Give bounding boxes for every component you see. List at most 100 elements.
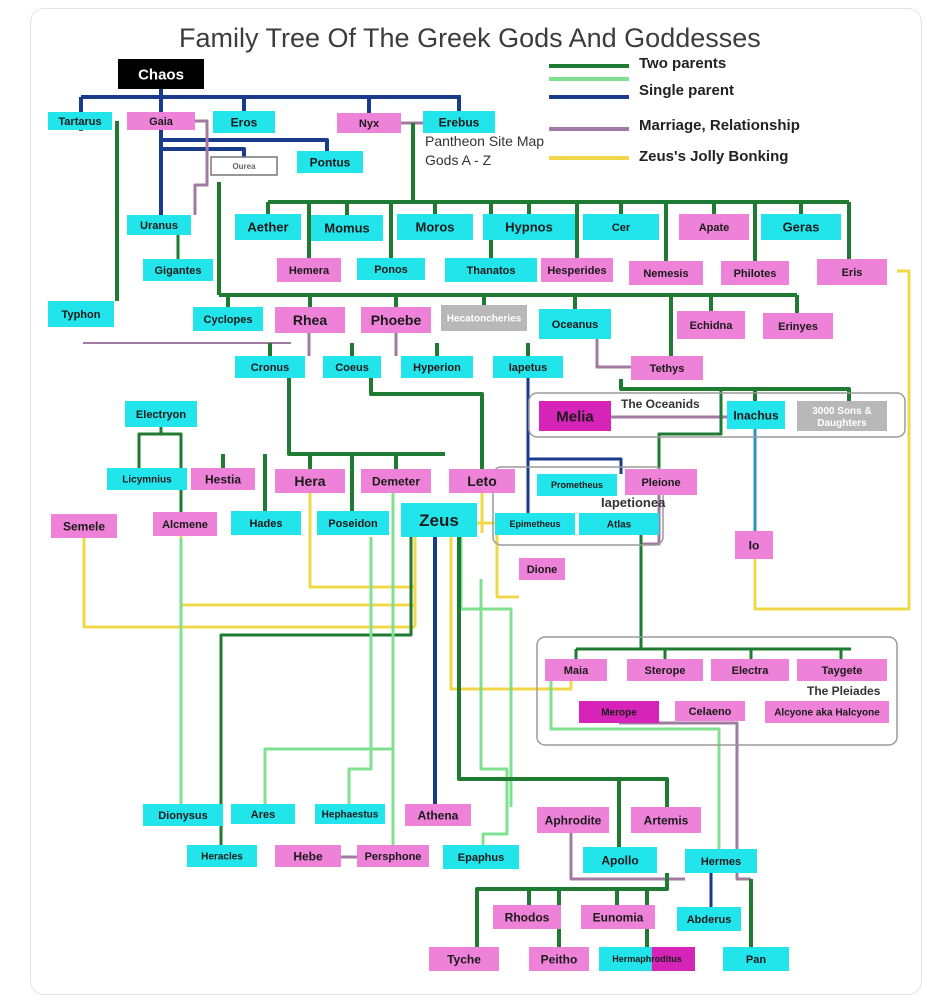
node-celaeno: Celaeno xyxy=(675,701,745,721)
node-epimetheus: Epimetheus xyxy=(495,513,575,535)
node-label-taygete: Taygete xyxy=(822,665,863,677)
node-label-oceanus: Oceanus xyxy=(552,319,598,331)
iapetionea-label: Iapetionea xyxy=(601,495,666,510)
node-pontus: Pontus xyxy=(297,151,363,173)
node-label-electra: Electra xyxy=(732,665,770,677)
node-label-sterope: Sterope xyxy=(645,665,686,677)
node-label-momus: Momus xyxy=(324,221,370,236)
node-label-cer: Cer xyxy=(612,222,631,234)
node-label-dione: Dione xyxy=(527,564,558,576)
node-atlas: Atlas xyxy=(579,513,659,535)
node-aether: Aether xyxy=(235,214,301,240)
legend-marriage: Marriage, Relationship xyxy=(639,117,800,134)
connector-mauve xyxy=(595,339,631,369)
node-prometheus: Prometheus xyxy=(537,474,617,496)
node-electra: Electra xyxy=(711,659,789,681)
node-label-celaeno: Celaeno xyxy=(689,706,732,718)
node-label-gaia: Gaia xyxy=(149,116,174,128)
node-label-philotes: Philotes xyxy=(734,268,777,280)
node-uranus: Uranus xyxy=(127,215,191,235)
node-echidna: Echidna xyxy=(677,311,745,339)
node-pleione: Pleione xyxy=(625,469,697,495)
connector-green xyxy=(475,873,669,947)
node-dionysus: Dionysus xyxy=(143,804,223,826)
node-pan: Pan xyxy=(723,947,789,971)
node-label-pleione: Pleione xyxy=(641,477,680,489)
node-label-eunomia: Eunomia xyxy=(593,910,644,924)
node-hecatoncheries: Hecatoncheries xyxy=(441,305,527,331)
node-zeus: Zeus xyxy=(401,503,477,537)
node-demeter: Demeter xyxy=(361,469,431,493)
node-label-aether: Aether xyxy=(247,220,288,235)
connector-yellow xyxy=(308,493,415,589)
node-label-thanatos: Thanatos xyxy=(467,265,516,277)
node-rhea: Rhea xyxy=(275,307,345,333)
node-epaphus: Epaphus xyxy=(443,845,519,869)
node-label-pan: Pan xyxy=(746,954,766,966)
node-label-hestia: Hestia xyxy=(205,472,241,486)
node-label-alcyone: Alcyone aka Halcyone xyxy=(774,708,880,719)
connector-green xyxy=(619,777,669,807)
node-cronus: Cronus xyxy=(235,356,305,378)
node-label-hephaestus: Hephaestus xyxy=(322,810,379,821)
node-label-hera: Hera xyxy=(294,473,325,489)
node-geras: Geras xyxy=(761,214,841,240)
node-label-hypnos: Hypnos xyxy=(505,220,553,235)
node-label-tartarus: Tartarus xyxy=(58,116,101,128)
node-label-rhea: Rhea xyxy=(293,312,327,328)
node-label-hyperion: Hyperion xyxy=(413,362,461,374)
node-merope: Merope xyxy=(579,701,659,723)
connector-lightgreen xyxy=(549,681,721,849)
node-coeus: Coeus xyxy=(323,356,381,378)
node-peitho: Peitho xyxy=(529,947,589,971)
sitemap-line-2: Gods A - Z xyxy=(425,152,492,168)
node-artemis: Artemis xyxy=(631,807,701,833)
node-chaos: Chaos xyxy=(118,59,204,89)
connector-yellow xyxy=(753,269,911,611)
connector-lightgreen xyxy=(479,579,509,845)
connector-green xyxy=(369,378,484,469)
node-philotes: Philotes xyxy=(721,261,789,285)
node-iapetus: Iapetus xyxy=(493,356,563,378)
node-oceanus: Oceanus xyxy=(539,309,611,339)
node-label-athena: Athena xyxy=(418,808,459,822)
node-eris: Eris xyxy=(817,259,887,285)
sitemap-line-1: Pantheon Site Map xyxy=(425,133,545,149)
node-label-electryon: Electryon xyxy=(136,409,186,421)
node-hephaestus: Hephaestus xyxy=(315,804,385,824)
node-label-zeus: Zeus xyxy=(419,511,459,530)
node-label-maia: Maia xyxy=(564,665,589,677)
node-label-geras: Geras xyxy=(783,220,820,235)
node-label-semele: Semele xyxy=(63,519,105,533)
group-outline xyxy=(536,636,898,746)
node-label-abderus: Abderus xyxy=(687,914,732,926)
node-label-cyclopes: Cyclopes xyxy=(204,314,253,326)
node-label-demeter: Demeter xyxy=(372,474,420,488)
node-alcyone: Alcyone aka Halcyone xyxy=(765,701,889,723)
node-gigantes: Gigantes xyxy=(143,259,213,281)
node-label-cronus: Cronus xyxy=(251,362,290,374)
node-label-hermes: Hermes xyxy=(701,856,741,868)
node-apate: Apate xyxy=(679,214,749,240)
node-alcmene: Alcmene xyxy=(153,512,217,536)
node-cyclopes: Cyclopes xyxy=(193,307,263,331)
node-moros: Moros xyxy=(397,214,473,240)
node-label-poseidon: Poseidon xyxy=(328,518,378,530)
node-gaia: Gaia xyxy=(127,112,195,130)
node-abderus: Abderus xyxy=(677,907,741,931)
oceanids-label: The Oceanids xyxy=(621,397,700,411)
node-label-prometheus: Prometheus xyxy=(551,480,603,490)
node-label-epaphus: Epaphus xyxy=(458,852,504,864)
node-label-dionysus: Dionysus xyxy=(158,810,208,822)
node-ourea: Ourea xyxy=(210,156,278,176)
node-sterope: Sterope xyxy=(627,659,703,681)
node-hera: Hera xyxy=(275,469,345,493)
node-tethys: Tethys xyxy=(631,356,703,380)
node-label-coeus: Coeus xyxy=(335,362,369,374)
node-nemesis: Nemesis xyxy=(629,261,703,285)
node-dione: Dione xyxy=(519,558,565,580)
node-label-erinyes: Erinyes xyxy=(778,321,818,333)
node-label-persphone: Persphone xyxy=(365,851,422,863)
node-label-hecatoncheries: Hecatoncheries xyxy=(447,314,522,325)
